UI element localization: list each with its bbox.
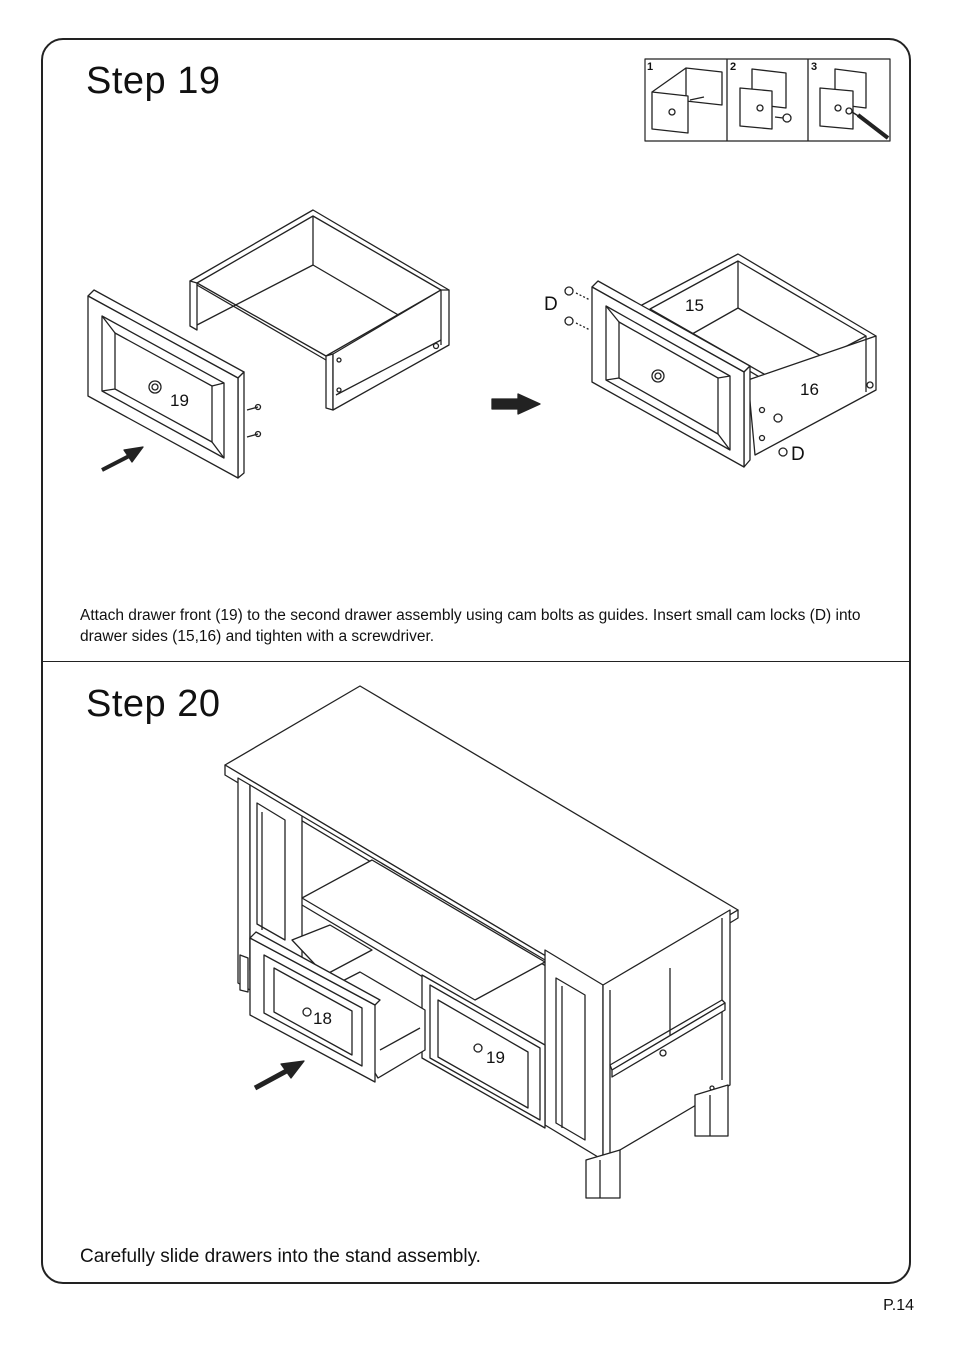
inset-step-2: 2 bbox=[730, 61, 736, 73]
page-number: P.14 bbox=[883, 1297, 914, 1314]
part-label-18: 18 bbox=[313, 1009, 332, 1028]
part-label-16: 16 bbox=[800, 380, 819, 399]
cam-lock-inset-diagram bbox=[644, 58, 891, 142]
step-divider bbox=[41, 661, 911, 662]
step-19-title: Step 19 bbox=[86, 60, 221, 102]
step-20-title: Step 20 bbox=[86, 683, 221, 725]
part-label-19: 19 bbox=[170, 391, 189, 410]
inset-step-3: 3 bbox=[811, 61, 817, 73]
part-label-d-bottom: D bbox=[791, 444, 805, 465]
push-arrow-icon bbox=[101, 446, 144, 472]
drawer-assembled bbox=[564, 253, 877, 468]
inset-step-1: 1 bbox=[647, 61, 653, 73]
tv-stand-assembly bbox=[224, 685, 739, 1199]
drawer-front-19 bbox=[87, 289, 262, 479]
next-step-arrow-icon bbox=[491, 393, 541, 415]
part-label-15: 15 bbox=[685, 296, 704, 315]
step-19-instruction: Attach drawer front (19) to the second d… bbox=[80, 607, 861, 645]
drawer-box-open bbox=[189, 209, 450, 411]
part-label-19-stand: 19 bbox=[486, 1048, 505, 1067]
step-20-instruction: Carefully slide drawers into the stand a… bbox=[80, 1246, 481, 1267]
part-label-d-top: D bbox=[544, 294, 558, 315]
